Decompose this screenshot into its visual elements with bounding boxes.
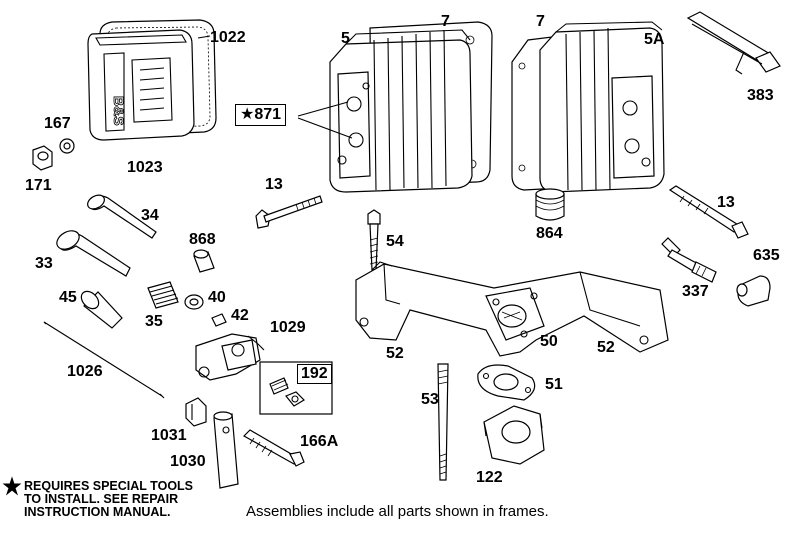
- part-13-head-bolt-right[interactable]: [668, 185, 749, 239]
- callout-1031[interactable]: 1031: [151, 427, 187, 444]
- callout-1026[interactable]: 1026: [67, 363, 103, 380]
- callout-45[interactable]: 45: [59, 289, 77, 306]
- callout-167[interactable]: 167: [44, 115, 71, 132]
- part-1030-rocker-shaft[interactable]: [213, 411, 239, 489]
- part-33-intake-valve[interactable]: [54, 227, 131, 277]
- callout-13-left[interactable]: 13: [265, 176, 283, 193]
- callout-7-right[interactable]: 7: [536, 13, 545, 30]
- part-171-nut[interactable]: [32, 145, 53, 171]
- callout-7-left[interactable]: 7: [441, 13, 450, 30]
- callout-1030[interactable]: 1030: [170, 453, 206, 470]
- part-54-bolt[interactable]: [367, 209, 381, 271]
- callout-1023[interactable]: 1023: [127, 159, 163, 176]
- part-5a-cylinder-head[interactable]: [539, 21, 665, 193]
- assemblies-footer: Assemblies include all parts shown in fr…: [246, 503, 549, 520]
- part-42-valve-keeper[interactable]: [211, 313, 227, 327]
- part-53-stud[interactable]: [437, 363, 449, 481]
- part-868-guide-seal[interactable]: [193, 249, 215, 273]
- callout-171[interactable]: 171: [25, 177, 52, 194]
- callout-166a[interactable]: 166A: [300, 433, 339, 450]
- leader-1022: [197, 35, 211, 39]
- note-line-3: INSTRUCTION MANUAL.: [24, 505, 171, 519]
- part-34-exhaust-valve[interactable]: [85, 192, 157, 239]
- callout-383[interactable]: 383: [747, 87, 774, 104]
- callout-52-left[interactable]: 52: [386, 345, 404, 362]
- part-864-seal[interactable]: [535, 188, 565, 221]
- note-line-2: TO INSTALL. SEE REPAIR: [24, 492, 179, 506]
- callout-871: 871: [254, 106, 282, 123]
- part-13-head-bolt-left[interactable]: [255, 195, 323, 229]
- callout-5[interactable]: 5: [341, 30, 350, 47]
- callout-50[interactable]: 50: [540, 333, 558, 350]
- callout-871-frame[interactable]: ★871: [235, 104, 287, 126]
- callout-34[interactable]: 34: [141, 207, 159, 224]
- part-635-plug-boot[interactable]: [736, 275, 771, 307]
- callout-33[interactable]: 33: [35, 255, 53, 272]
- part-5-cylinder-head[interactable]: [329, 29, 473, 193]
- callout-53[interactable]: 53: [421, 391, 439, 408]
- callout-35[interactable]: 35: [145, 313, 163, 330]
- callout-1029[interactable]: 1029: [270, 319, 306, 336]
- callout-42[interactable]: 42: [231, 307, 249, 324]
- part-1031-guide-plate[interactable]: [185, 397, 207, 427]
- part-52-intake-manifold[interactable]: [355, 261, 669, 357]
- callout-40[interactable]: 40: [208, 289, 226, 306]
- callout-54[interactable]: 54: [386, 233, 404, 250]
- callout-1022[interactable]: 1022: [210, 29, 246, 46]
- leader-871: [297, 101, 353, 139]
- part-45-tappet[interactable]: [78, 288, 123, 329]
- part-337-spark-plug[interactable]: [661, 237, 717, 283]
- note-line-1: REQUIRES SPECIAL TOOLS: [24, 479, 194, 493]
- part-383-tool[interactable]: [686, 11, 781, 75]
- part-1023-rocker-cover[interactable]: B&S: [87, 29, 195, 141]
- special-tools-note: REQUIRES SPECIAL TOOLS TO INSTALL. SEE R…: [24, 480, 193, 519]
- callout-122[interactable]: 122: [476, 469, 503, 486]
- note-star-icon: [2, 476, 22, 496]
- callout-5a[interactable]: 5A: [644, 31, 665, 48]
- callout-51[interactable]: 51: [545, 376, 563, 393]
- callout-13-right[interactable]: 13: [717, 194, 735, 211]
- part-1026-push-rod[interactable]: [43, 321, 165, 399]
- callout-192[interactable]: 192: [297, 364, 332, 384]
- callout-635[interactable]: 635: [753, 247, 780, 264]
- part-35-valve-spring[interactable]: [147, 281, 179, 309]
- part-51-gasket[interactable]: [477, 364, 536, 401]
- star-icon: ★: [240, 106, 255, 123]
- callout-868[interactable]: 868: [189, 231, 216, 248]
- part-1029-rocker-arm[interactable]: [195, 333, 265, 381]
- part-166a-stud[interactable]: [243, 429, 305, 467]
- svg-text:B&S: B&S: [111, 96, 127, 126]
- part-122-spacer[interactable]: [483, 405, 545, 465]
- callout-864[interactable]: 864: [536, 225, 563, 242]
- callout-52-right[interactable]: 52: [597, 339, 615, 356]
- part-40-spring-retainer[interactable]: [184, 294, 204, 310]
- callout-337[interactable]: 337: [682, 283, 709, 300]
- part-167-washer[interactable]: [59, 138, 75, 154]
